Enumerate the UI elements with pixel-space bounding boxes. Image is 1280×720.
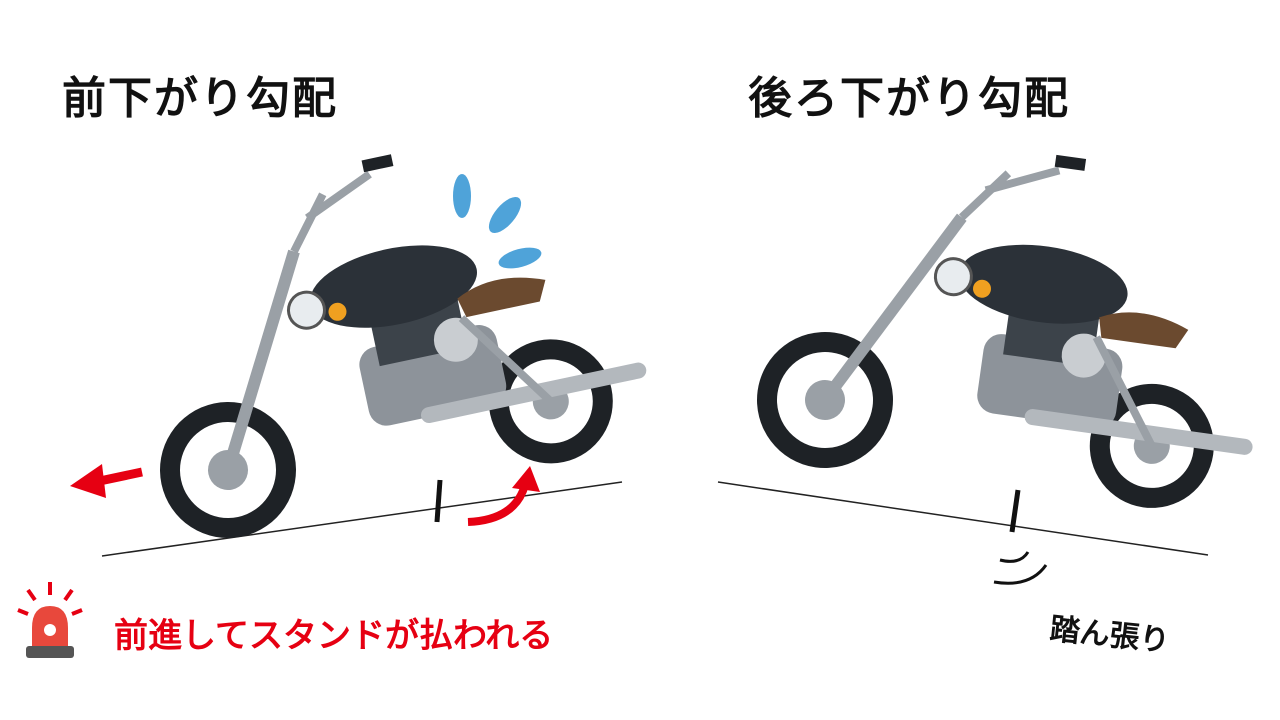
kickstand-left [434, 479, 443, 523]
motorcycle-right [748, 118, 1280, 527]
effort-lines [993, 551, 1048, 585]
sweat-drops-icon [453, 174, 542, 269]
left-title: 前下がり勾配 [62, 73, 338, 124]
motorcycle-left [104, 112, 662, 551]
siren-icon [17, 582, 83, 658]
right-title: 後ろ下がり勾配 [748, 73, 1070, 124]
arrow-left-icon [70, 464, 143, 498]
ground-line-left [101, 481, 623, 557]
kickstand-right [1009, 489, 1021, 533]
arrow-curve-icon [467, 466, 540, 526]
warning-text: 前進してスタンドが払われる [114, 616, 554, 656]
ground-line-right [717, 481, 1209, 556]
